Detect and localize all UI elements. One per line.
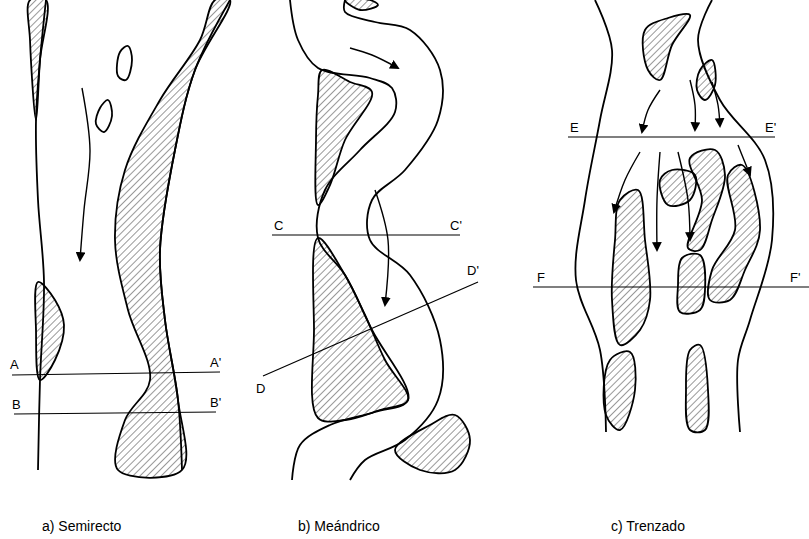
section-line — [263, 282, 478, 376]
panel-caption: b) Meándrico — [298, 519, 380, 533]
river-bank — [36, 0, 46, 470]
flow-arrow — [375, 190, 389, 305]
section-line — [14, 412, 216, 414]
panel-caption: c) Trenzado — [611, 519, 685, 533]
braid-bar — [696, 60, 715, 100]
section-label: F' — [790, 271, 800, 284]
section-label: B' — [210, 396, 221, 409]
flow-arrow — [642, 90, 660, 132]
flow-arrow — [350, 48, 398, 68]
flow-arrow — [690, 80, 695, 130]
braid-bar — [643, 14, 691, 80]
section-line — [272, 234, 460, 235]
braid-bar — [708, 165, 760, 303]
point-bar — [315, 70, 372, 206]
flow-arrow — [678, 152, 690, 240]
section-label: D — [256, 382, 265, 395]
river-bank — [290, 0, 409, 480]
point-bar — [345, 0, 378, 10]
point-bar — [395, 415, 470, 474]
flow-arrow — [80, 88, 90, 260]
island — [96, 100, 112, 132]
section-label: A' — [210, 356, 221, 369]
river-bank — [344, 0, 443, 480]
section-line — [533, 286, 809, 287]
river-bank — [698, 0, 773, 432]
section-line — [568, 136, 775, 137]
braid-bar — [687, 149, 725, 251]
point-bar — [312, 238, 408, 422]
section-line — [12, 372, 220, 375]
sand-bar — [115, 0, 230, 478]
section-label: E — [570, 121, 579, 134]
flow-arrow — [657, 152, 660, 250]
section-label: A — [10, 358, 19, 371]
sand-bar — [35, 282, 64, 380]
river-bank — [160, 0, 230, 470]
section-label: E' — [765, 121, 776, 134]
braid-bar — [612, 190, 651, 346]
flow-arrow — [738, 145, 750, 175]
braid-bar — [677, 254, 705, 314]
flow-arrow — [712, 82, 720, 126]
flow-arrow — [614, 152, 640, 212]
section-label: C — [274, 219, 283, 232]
section-label: C' — [450, 219, 462, 232]
section-label: B — [12, 398, 21, 411]
braid-bar — [604, 351, 636, 430]
braid-bar — [660, 169, 697, 206]
island — [117, 46, 132, 80]
panel-caption: a) Semirecto — [42, 519, 121, 533]
river-bank — [575, 0, 612, 432]
braid-bar — [686, 345, 709, 433]
section-label: F — [537, 271, 545, 284]
section-label: D' — [467, 264, 479, 277]
